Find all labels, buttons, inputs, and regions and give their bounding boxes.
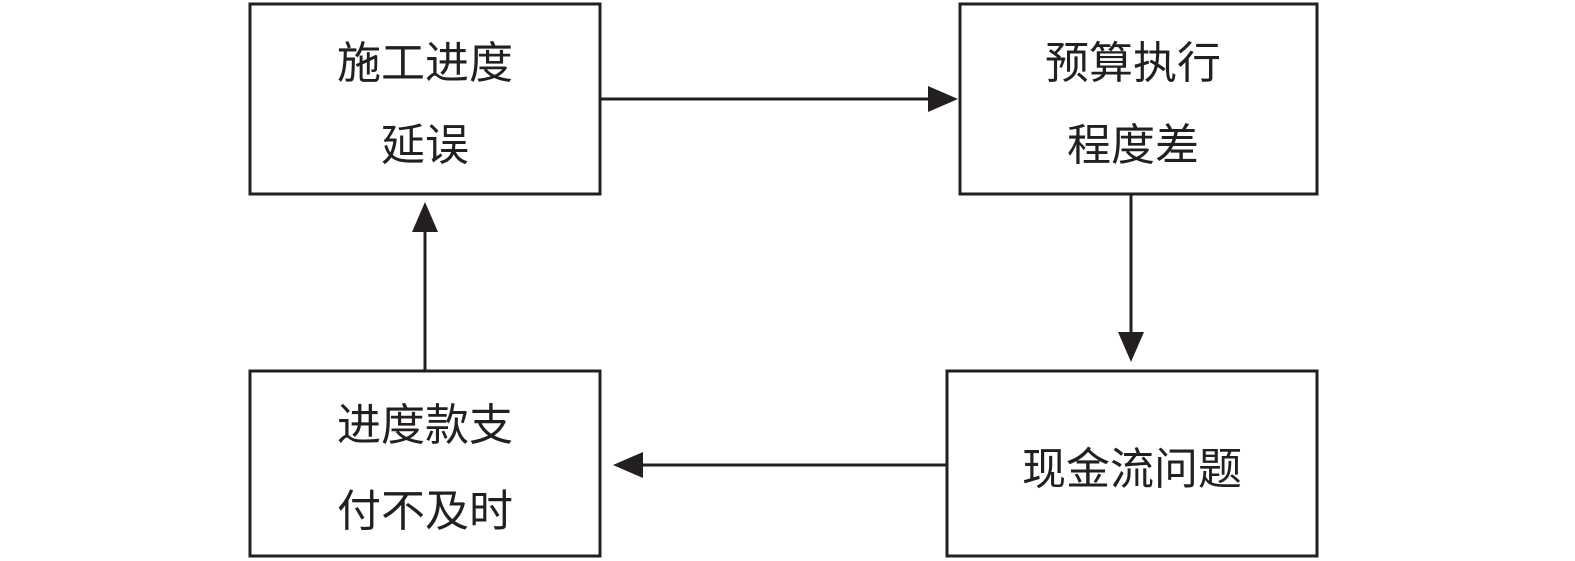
arrow-delay-to-budget <box>600 86 958 112</box>
box-budget-execution-line-2: 程度差 <box>1067 120 1199 171</box>
box-construction-delay: 施工进度 延误 <box>248 2 602 196</box>
box-cash-flow-line-1: 现金流问题 <box>1022 444 1242 495</box>
box-progress-payment-line-2: 付不及时 <box>337 486 513 537</box>
arrow-cashflow-to-payment <box>613 452 947 478</box>
box-construction-delay-line-1: 施工进度 <box>337 38 513 89</box>
box-budget-execution-line-1: 预算执行 <box>1045 38 1221 89</box>
arrow-budget-to-cashflow <box>1118 194 1144 362</box>
box-progress-payment: 进度款支 付不及时 <box>248 369 602 558</box>
arrow-payment-to-delay <box>412 202 438 371</box>
box-cash-flow: 现金流问题 <box>945 369 1319 558</box>
box-progress-payment-line-1: 进度款支 <box>337 400 513 451</box>
box-construction-delay-line-2: 延误 <box>381 120 469 171</box>
box-budget-execution: 预算执行 程度差 <box>958 2 1319 196</box>
